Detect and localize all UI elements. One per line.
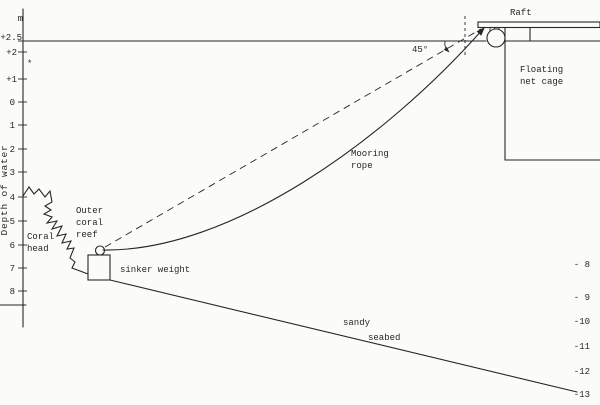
tick-label: +2.5 bbox=[0, 33, 22, 43]
svg-text:net cage: net cage bbox=[520, 77, 563, 87]
right-depth-label: - 9 bbox=[574, 293, 590, 303]
raft-label: Raft bbox=[510, 8, 532, 18]
svg-text:reef: reef bbox=[76, 230, 98, 240]
tick-label: 4 bbox=[10, 193, 15, 203]
sinker-weight-box bbox=[87, 254, 111, 281]
seabed-line bbox=[109, 279, 578, 393]
tick-label: +1 bbox=[6, 75, 17, 85]
unit-label: m bbox=[18, 14, 23, 24]
tick-label: 1 bbox=[10, 121, 15, 131]
right-depth-label: -10 bbox=[574, 317, 590, 327]
mooring-rope-arrowhead bbox=[476, 27, 485, 36]
depth-of-water-label: Depth of water bbox=[0, 144, 10, 235]
right-depth-label: -11 bbox=[574, 342, 590, 352]
svg-text:sandy: sandy bbox=[343, 318, 371, 328]
sandy-seabed-label: sandy seabed bbox=[343, 318, 400, 343]
tick-label: 2 bbox=[10, 145, 15, 155]
svg-text:Coral: Coral bbox=[27, 232, 54, 242]
svg-text:rope: rope bbox=[351, 161, 373, 171]
svg-text:seabed: seabed bbox=[368, 333, 400, 343]
svg-text:Floating: Floating bbox=[520, 65, 563, 75]
angle-guide-dashed-line bbox=[104, 28, 482, 248]
tick-label: 5 bbox=[10, 217, 15, 227]
svg-text:head: head bbox=[27, 244, 49, 254]
raft-deck bbox=[477, 21, 600, 29]
buoy bbox=[486, 28, 506, 48]
mooring-rope-curve bbox=[102, 28, 484, 251]
outer-coral-reef-label: Outer coral reef bbox=[76, 206, 103, 240]
depth-axis-ticks bbox=[18, 40, 27, 292]
right-depth-label: -12 bbox=[574, 367, 590, 377]
angle-label: 45° bbox=[412, 45, 428, 55]
tick-label: 3 bbox=[10, 168, 15, 178]
angle-arc-arrowhead bbox=[443, 46, 450, 53]
tick-label: 6 bbox=[10, 241, 15, 251]
seabed-connector bbox=[71, 267, 89, 275]
svg-text:Outer: Outer bbox=[76, 206, 103, 216]
sinker-weight-label: sinker weight bbox=[120, 265, 190, 275]
tick-label: +2 bbox=[6, 48, 17, 58]
depth-axis-labels: +2.5 +2 +1 0 1 2 3 4 5 6 7 8 bbox=[0, 33, 22, 297]
mooring-rope-label: Mooring rope bbox=[351, 149, 389, 171]
star-mark: * bbox=[27, 59, 32, 69]
coral-head-label: Coral head bbox=[27, 232, 54, 254]
right-depth-scale: - 8 - 9 -10 -11 -12 -13 bbox=[574, 260, 590, 400]
svg-text:Mooring: Mooring bbox=[351, 149, 389, 159]
right-depth-label: - 8 bbox=[574, 260, 590, 270]
svg-text:coral: coral bbox=[76, 218, 103, 228]
tick-label: 0 bbox=[10, 98, 15, 108]
tick-label: 8 bbox=[10, 287, 15, 297]
right-depth-label: -13 bbox=[574, 390, 590, 400]
coral-head-outline bbox=[22, 186, 76, 269]
floating-net-cage-label: Floating net cage bbox=[520, 65, 563, 87]
tick-label: 7 bbox=[10, 264, 15, 274]
